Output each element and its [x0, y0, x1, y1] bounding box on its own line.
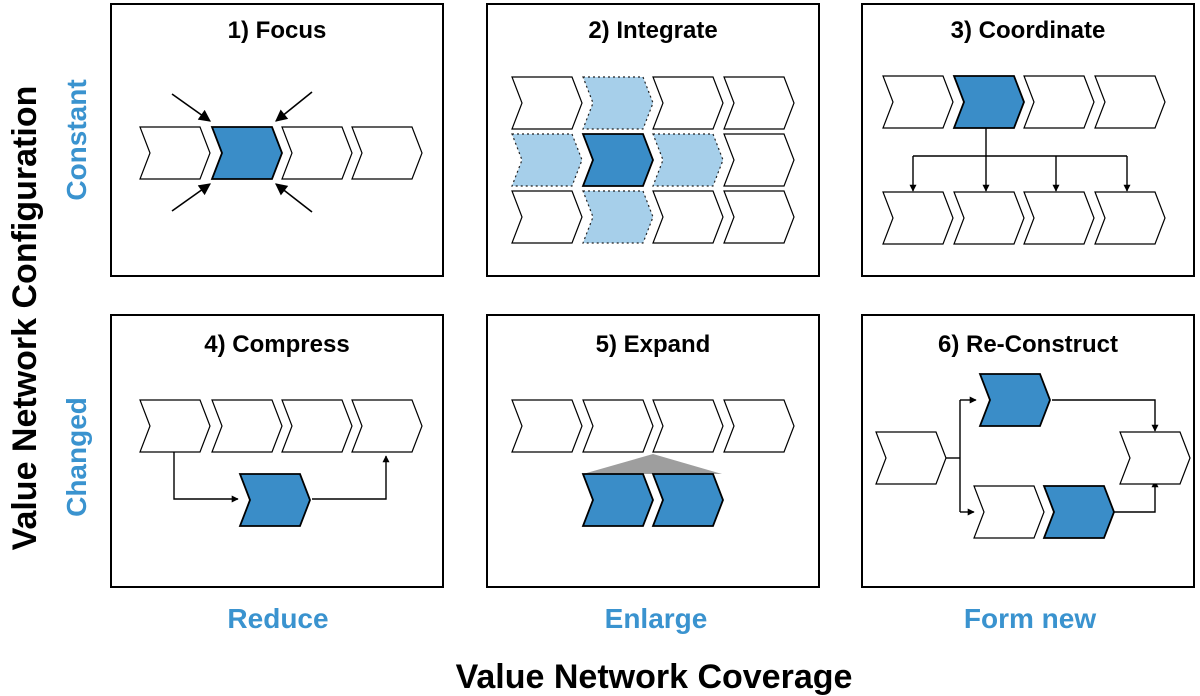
expand-step-new-2	[651, 473, 724, 527]
coordinate-step-top-3	[1023, 75, 1095, 129]
panel-title-expand: 5) Expand	[596, 331, 711, 358]
chevron-group	[139, 75, 1191, 539]
coordinate-step-top-4	[1094, 75, 1166, 129]
compress-step-2	[211, 399, 283, 453]
integrate-step-r3-2	[582, 190, 654, 244]
coordinate-step-bottom-3	[1023, 191, 1095, 245]
coordinate-step-top-1	[882, 75, 954, 129]
coordinate-step-top-2	[952, 75, 1025, 129]
focus-arrow-top-left	[171, 93, 211, 122]
coordinate-step-bottom-4	[1094, 191, 1166, 245]
panel-title-reconstruct: 6) Re-Construct	[938, 331, 1118, 358]
col-label-form-new: Form new	[964, 603, 1096, 634]
expand-step-3	[652, 399, 724, 453]
reconstruct-step-start	[875, 431, 947, 485]
integrate-step-r1-3	[652, 76, 724, 130]
y-axis-title: Value Network Configuration	[6, 86, 44, 551]
coordinate-connectors	[909, 128, 1131, 192]
focus-arrow-bottom-left	[171, 183, 211, 212]
integrate-step-r3-1	[511, 190, 583, 244]
focus-step-4	[351, 126, 423, 180]
expand-step-new-1	[581, 473, 654, 527]
reconstruct-step-lower-2	[1042, 485, 1115, 539]
expand-step-1	[511, 399, 583, 453]
panel-title-coordinate: 3) Coordinate	[951, 17, 1106, 44]
reconstruct-step-lower-1	[973, 485, 1045, 539]
row-label-changed: Changed	[61, 397, 92, 517]
integrate-step-r3-3	[652, 190, 724, 244]
panel-title-focus: 1) Focus	[228, 17, 327, 44]
integrate-step-r1-2	[582, 76, 654, 130]
compress-step-3	[281, 399, 353, 453]
focus-step-1	[139, 126, 211, 180]
integrate-step-r1-1	[511, 76, 583, 130]
reconstruct-step-upper	[978, 373, 1051, 427]
integrate-step-r1-4	[723, 76, 795, 130]
panel-title-integrate: 2) Integrate	[588, 17, 717, 44]
col-label-reduce: Reduce	[227, 603, 328, 634]
integrate-step-r2-4	[723, 133, 795, 187]
focus-arrow-top-right	[275, 91, 313, 122]
compress-step-outsourced	[238, 473, 311, 527]
compress-connectors	[173, 452, 390, 503]
expand-step-4	[723, 399, 795, 453]
compress-step-4	[351, 399, 423, 453]
compress-step-1	[139, 399, 211, 453]
integrate-step-r2-3	[652, 133, 724, 187]
col-label-enlarge: Enlarge	[605, 603, 708, 634]
coordinate-step-bottom-2	[953, 191, 1025, 245]
reconstruct-connectors	[946, 396, 1159, 516]
integrate-step-r2-1	[511, 133, 583, 187]
focus-step-2	[210, 126, 283, 180]
reconstruct-step-end	[1119, 431, 1191, 485]
integrate-step-r2-2	[581, 133, 654, 187]
panel-title-compress: 4) Compress	[204, 331, 349, 358]
coordinate-step-bottom-1	[882, 191, 954, 245]
focus-step-3	[281, 126, 353, 180]
integrate-step-r3-4	[723, 190, 795, 244]
focus-arrow-bottom-right	[275, 183, 313, 213]
x-axis-title: Value Network Coverage	[456, 658, 853, 696]
row-label-constant: Constant	[61, 79, 92, 200]
expand-step-2	[582, 399, 654, 453]
expand-triangle	[583, 454, 722, 474]
